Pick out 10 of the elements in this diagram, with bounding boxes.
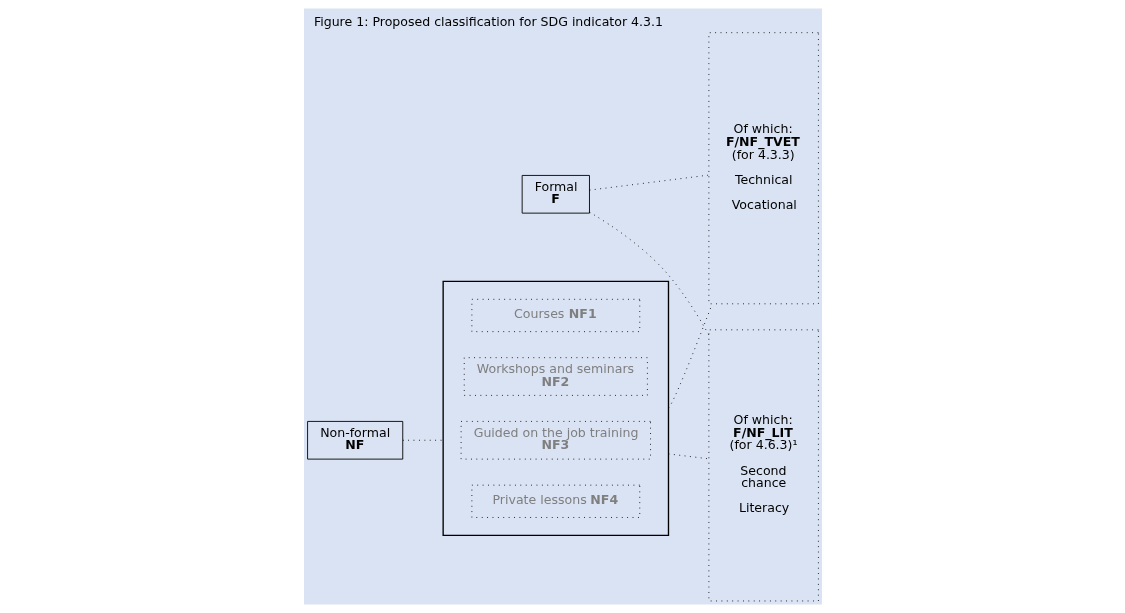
node-box: Of which: F/NF_LIT (for 4.6.3)¹ Second chance Literacy: [707, 329, 819, 602]
node-box: Of which: F/NF_TVET (for 4.3.3) Technical Vocational: [707, 32, 819, 305]
node-box: Formal F: [521, 175, 590, 214]
node-box: Courses NF1: [470, 298, 640, 333]
node-box: Guided on the job training NF3: [460, 420, 651, 460]
node-box: Private lessons NF4: [470, 484, 640, 518]
diagram-title: Figure 1: Proposed classification for SDG indicator 4.3.1: [313, 13, 663, 29]
node-box: Workshops and seminars NF2: [463, 357, 648, 396]
node-box: Non-formal NF: [306, 420, 403, 460]
cluster: [441, 280, 669, 537]
